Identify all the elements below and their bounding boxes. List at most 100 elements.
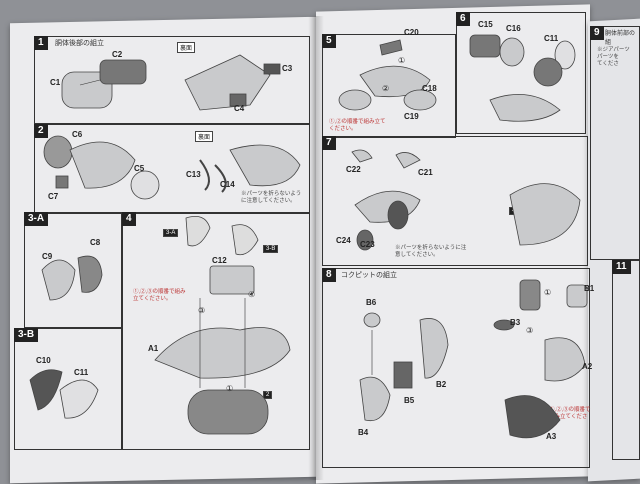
label-b1: B1 [584,284,595,293]
step-8-title: コクピットの組立 [341,272,397,279]
marker-1-step8: ① [544,288,552,297]
label-c12: C12 [212,256,227,265]
step-2-reverse-label: 裏面 [195,131,214,142]
part-assembly-1-drawing [184,54,271,111]
marker-3-step8: ③ [526,326,534,335]
step-4-number: 4 [122,212,136,226]
part-a3-drawing [504,395,561,439]
label-c21: C21 [418,168,433,177]
label-c4: C4 [234,104,245,113]
part-c4-drawing [229,93,247,107]
marker-2-step5: ② [382,84,390,93]
part-c8-drawing [77,255,103,293]
label-a3: A3 [546,432,557,441]
label-c13: C13 [186,170,201,179]
step-1-reverse-label: 裏面 [177,42,196,53]
step-4-ref-3b: 3-B [263,245,279,253]
step-2-box: 2 裏面 ※パーツを折らないように注意してください。 [34,124,310,214]
label-c3: C3 [282,64,293,73]
label-c23: C23 [360,240,375,249]
step-4-note: ①,②,③の順番で組み立てください。 [133,289,186,302]
part-b6-drawing [363,312,381,328]
part-3b-piece-drawing [231,224,259,256]
part-b1-drawing [566,284,588,308]
label-c5: C5 [134,164,145,173]
step-5-note: ①,②の順番で組み立てください。 [329,119,386,132]
label-c11b: C11 [544,34,559,43]
step-8-box: 8 コクピットの組立 ①,②,③の順番で組み立てください。 [322,268,591,468]
part-c6-drawing [43,135,73,169]
step-7-number: 7 [322,136,336,150]
step-4-sub-ref: 2 [263,391,273,399]
label-c2: C2 [112,50,123,59]
label-b3: B3 [510,318,521,327]
part-c24-drawing [356,229,374,251]
step-7-note: ※パーツを折らないように注意してください。 [395,245,467,258]
label-a1: A1 [148,344,159,353]
part-assembly-7b-drawing [509,183,581,246]
part-a1-drawing [154,327,291,379]
part-c14-drawing [214,164,227,193]
step-4-box: 4 3-A 3-B ①,②,③の順番で組み立てください。 2 [122,212,310,450]
part-c18-c19-drawing [338,89,372,111]
step-1-title: 胴体後部の組立 [55,40,104,47]
part-c22-drawing [351,149,373,163]
step-3a-number: 3-A [24,212,49,226]
step-11-number: 11 [612,260,631,274]
step-4-ref-3a: 3-A [163,229,179,237]
label-c8: C8 [90,238,101,247]
part-assembly-7-drawing [354,190,421,223]
part-lower-body-drawing [187,389,269,435]
part-c17-drawing [533,57,563,87]
part-c10-drawing [29,369,63,411]
part-c9-drawing [41,259,76,301]
part-c21-drawing [395,152,421,169]
step-6-number: 6 [456,12,470,26]
part-c2-drawing [99,59,147,85]
arrow-line [79,79,101,86]
part-c1-drawing [61,71,113,109]
label-c20: C20 [404,28,419,37]
step-8-number: 8 [322,268,336,282]
label-c7: C7 [48,192,59,201]
label-b6: B6 [366,298,377,307]
label-c1: C1 [50,78,61,87]
label-c14: C14 [220,180,235,189]
part-b4-drawing [359,376,391,422]
label-c24: C24 [336,236,351,245]
label-c15: C15 [478,20,493,29]
step-9-title: 胴体前部の組 [605,31,636,46]
part-c15-drawing [469,34,501,58]
part-b2-drawing [419,318,449,379]
part-b5-drawing [393,361,413,389]
step-2-number: 2 [34,124,48,138]
label-c6: C6 [72,130,83,139]
part-c12-drawing [209,265,255,295]
step-5-number: 5 [322,34,336,48]
step-9-note: ※ジアパーツ パーツを てくださ [597,47,630,67]
part-c23-drawing [387,200,409,230]
step-3a-box: 3-A [24,212,122,328]
part-c20-drawing [379,39,403,56]
part-a2-drawing [544,337,586,382]
label-c9: C9 [42,252,53,261]
step-2-note: ※パーツを折らないように注意してください。 [241,191,302,204]
part-assembly-5-drawing [359,65,431,97]
label-c16: C16 [506,24,521,33]
part-c3-drawing [263,63,281,75]
label-b4: B4 [358,428,369,437]
marker-1-step5: ① [398,56,406,65]
part-3a-piece-drawing [185,215,211,247]
marker-3: ③ [198,306,206,315]
step-3b-number: 3-B [14,328,39,342]
label-c10: C10 [36,356,51,365]
step-5-box: 5 ①,②の順番で組み立てください。 [322,34,456,138]
label-b2: B2 [436,380,447,389]
part-assembly-6-drawing [489,94,561,122]
step-9-number: 9 [590,26,604,40]
part-assembly-2a-drawing [69,141,136,189]
part-b3-drawing [493,319,515,331]
marker-1: ① [226,384,234,393]
